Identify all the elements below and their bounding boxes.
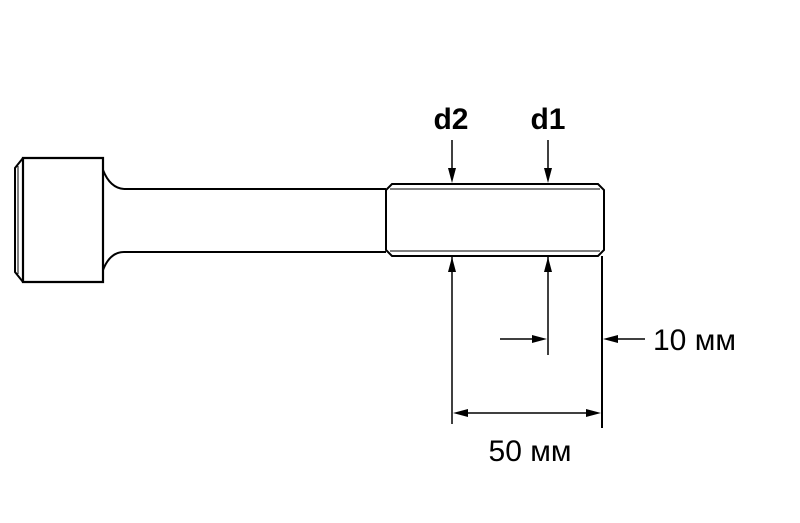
label-50mm: 50 мм	[489, 435, 572, 468]
label-d1: d1	[530, 103, 565, 136]
dimension-10mm	[500, 335, 645, 343]
bolt-shank	[102, 169, 386, 271]
label-10mm: 10 мм	[653, 324, 736, 357]
label-d2: d2	[433, 103, 468, 136]
bolt-head	[14, 156, 105, 284]
d2-indicator	[448, 140, 456, 424]
dimension-50mm	[453, 409, 601, 417]
bolt-thread	[385, 183, 605, 257]
d1-indicator	[544, 140, 552, 355]
